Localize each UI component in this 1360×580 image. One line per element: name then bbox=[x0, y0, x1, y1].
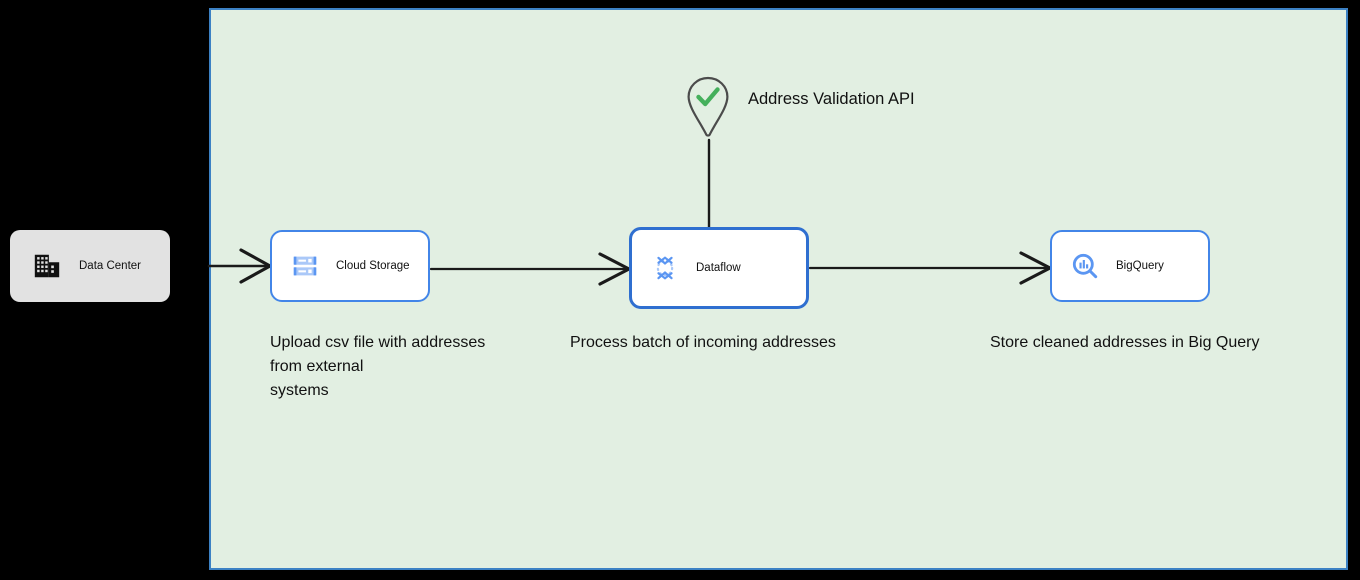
node-dataflow[interactable]: Dataflow bbox=[629, 227, 809, 309]
building-icon bbox=[34, 254, 60, 278]
caption-cloud-storage: Upload csv file with addresses from exte… bbox=[270, 334, 486, 399]
node-data-center[interactable]: Data Center bbox=[10, 230, 170, 302]
node-cloud-storage[interactable]: Cloud Storage bbox=[270, 230, 430, 302]
map-pin-check-icon[interactable] bbox=[686, 76, 730, 138]
api-service-label: Address Validation API bbox=[748, 90, 915, 108]
bigquery-icon bbox=[1072, 253, 1098, 279]
node-label-dataflow: Dataflow bbox=[696, 262, 741, 274]
node-label-bigquery: BigQuery bbox=[1116, 260, 1164, 272]
node-label-data-center: Data Center bbox=[79, 260, 142, 272]
caption-dataflow: Process batch of incoming addresses bbox=[570, 334, 836, 351]
node-bigquery[interactable]: BigQuery bbox=[1050, 230, 1210, 302]
cloud-storage-icon bbox=[293, 256, 317, 276]
caption-bigquery: Store cleaned addresses in Big Query bbox=[990, 334, 1260, 351]
dataflow-icon bbox=[656, 256, 674, 280]
node-label-cloud-storage: Cloud Storage bbox=[336, 260, 410, 272]
